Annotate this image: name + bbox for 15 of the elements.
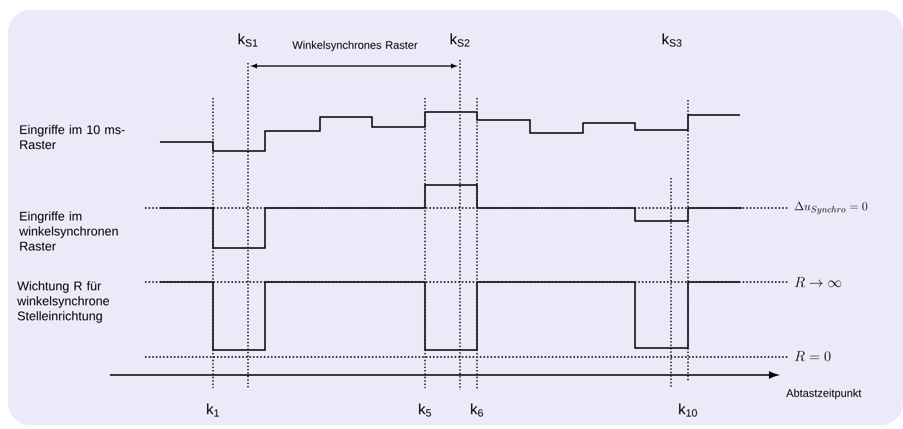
axis-label: Abtastzeitpunkt [786, 388, 862, 400]
level-label: $R = 0$ [794, 351, 830, 362]
marker-label: k$_{6}$ [471, 403, 483, 417]
marker-label: k$_{10}$ [679, 403, 697, 417]
marker-label: k$_{S1}$ [238, 33, 258, 47]
marker-label: k$_{5}$ [419, 403, 431, 417]
marker-label: k$_{1}$ [207, 403, 219, 417]
signal-label: Eingriffe im winkelsynchronen Raster [19, 211, 118, 251]
marker-label: k$_{S2}$ [450, 33, 470, 47]
level-label: $\Delta u_{Synchro} = 0$ [794, 202, 868, 214]
signal-label: Wichtung R für winkelsynchrone Stelleinrichtung [17, 281, 110, 323]
marker-label: k$_{S3}$ [662, 33, 682, 47]
interval-label: Winkelsynchrones Raster [292, 40, 418, 52]
level-label: $R \to \infty$ [794, 277, 842, 288]
signal-label: Eingriffe im 10 ms-Raster [20, 124, 125, 150]
